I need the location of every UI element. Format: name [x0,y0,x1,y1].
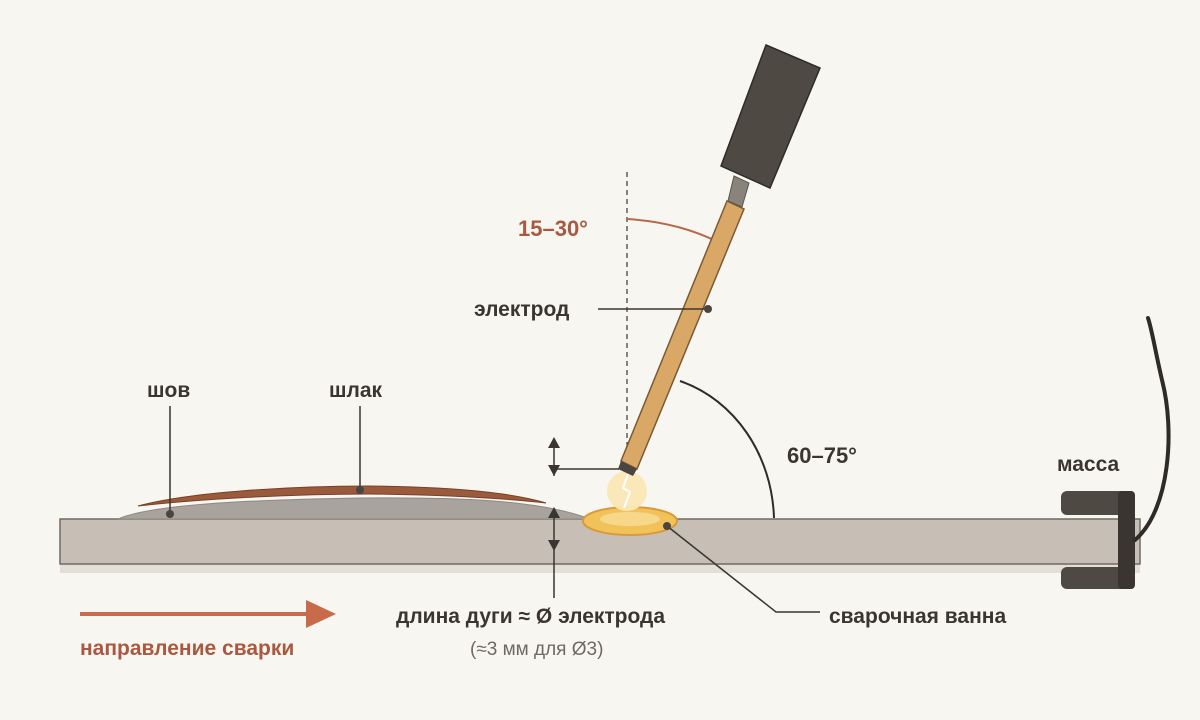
plate-thickness-arrow-down [548,540,560,551]
electrode-leader-dot [704,305,712,313]
slag-layer [137,485,547,507]
weld-seam [117,497,591,520]
slag-label: шлак [329,379,383,402]
angle-to-plate-label: 60–75° [787,443,857,468]
ground-clamp-label: масса [1057,453,1120,476]
ground-clamp-upper [1061,491,1133,515]
slag-leader-dot [356,486,364,494]
weld-pool-core [600,512,660,526]
plate-shadow [60,563,1140,573]
ground-clamp-lower [1061,567,1133,589]
electrode-holder [720,44,821,189]
arc-length-arrow-up [548,437,560,448]
arc-spark [621,473,632,509]
weld-pool-leader [666,525,820,613]
seam-leader-dot [166,510,174,518]
arc-length-note: (≈3 мм для Ø3) [470,639,603,660]
ground-cable [1133,316,1171,542]
arc-length-label: длина дуги ≈ Ø электрода [396,605,665,628]
ground-clamp-jaw [1118,491,1135,589]
seam-label: шов [147,379,190,402]
welding-direction-label: направление сварки [80,637,294,660]
angle-arc-plate [679,380,775,519]
welding-direction-arrow-head [306,600,336,628]
electrode-rod [620,199,745,471]
arc-length-arrow-down [548,465,560,476]
angle-from-vertical-label: 15–30° [518,216,588,241]
weld-pool-label: сварочная ванна [829,605,1006,628]
electrode-tip [618,461,637,476]
weld-pool-leader-dot [663,522,671,530]
plate-thickness-arrow-up [548,507,560,518]
angle-arc-vertical [626,218,719,243]
holder-neck [727,175,750,208]
electrode-label: электрод [474,298,569,321]
